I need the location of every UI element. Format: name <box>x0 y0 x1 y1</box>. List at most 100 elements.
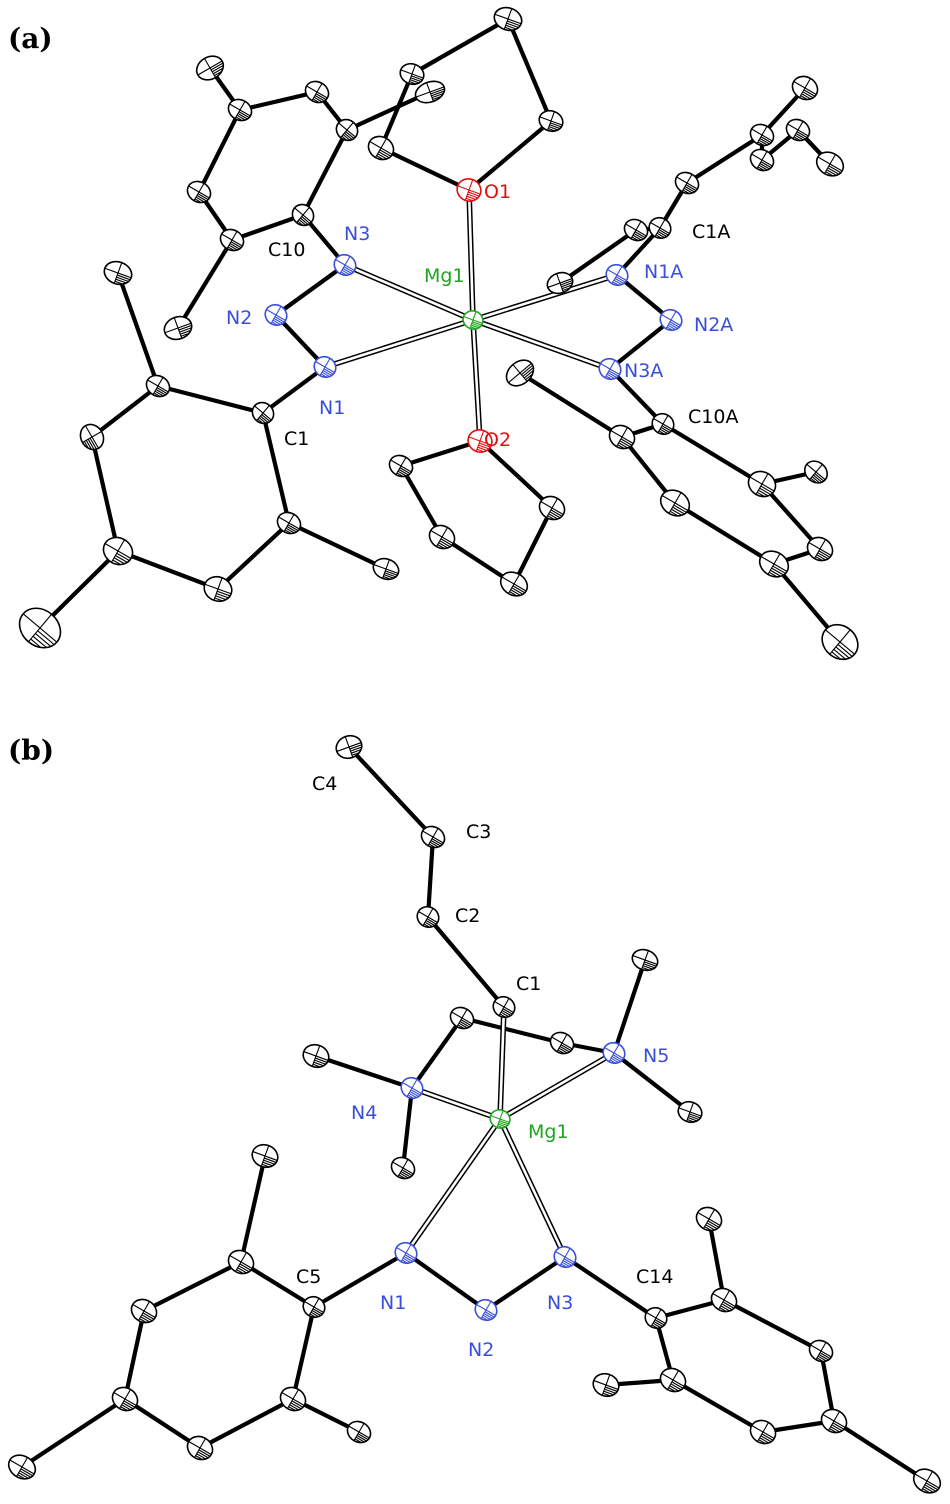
atom-hatch <box>429 841 439 848</box>
atom-hatch <box>757 166 765 172</box>
atom-axis <box>28 613 52 643</box>
atom-axis <box>436 527 448 547</box>
bond-a_THFa1-a_THFa2 <box>378 71 415 151</box>
atom-hatch <box>720 1305 730 1312</box>
coord-bond-inner-b_Mg-b_N4 <box>411 1086 501 1121</box>
atom-hatch <box>314 1059 326 1065</box>
atom-axis <box>665 311 677 329</box>
atom-hatch <box>312 98 320 104</box>
atom-hatch <box>258 417 267 424</box>
atom-hatch <box>607 371 618 378</box>
atom-hatch <box>684 185 695 193</box>
atom-hatch <box>651 1324 658 1329</box>
atom-a_THFb2 <box>428 524 456 550</box>
atom-hatch <box>835 646 850 659</box>
atom-hatch <box>757 141 765 147</box>
atom-hatch <box>271 321 278 326</box>
atom-hatch <box>666 326 673 331</box>
atom-axis <box>213 577 223 601</box>
atom-label-N3A: N3A <box>624 360 663 382</box>
atom-b_C14m2 <box>749 1419 777 1445</box>
atom-hatch <box>122 1402 134 1410</box>
atom-axis <box>311 1045 321 1067</box>
atom-hatch <box>399 467 411 475</box>
atom-hatch <box>215 595 227 601</box>
atom-a_C1o1 <box>145 374 171 398</box>
atom-label-C10: C10 <box>268 239 305 261</box>
atom-a_O2 <box>467 429 493 453</box>
atom-hatch <box>236 1269 244 1274</box>
atom-hatch <box>481 1316 488 1321</box>
atom-b_C5 <box>302 1295 326 1319</box>
atom-hatch <box>345 131 355 139</box>
bond-b_C5-b_C5o1 <box>238 1259 317 1310</box>
atom-hatch <box>832 1422 845 1430</box>
bond-b_N5-b_Me5a <box>611 957 648 1056</box>
atom-hatch <box>404 1254 415 1261</box>
bond-a_C1p-a_C1m2 <box>115 548 221 592</box>
atom-hatch <box>383 574 394 579</box>
atom-hatch <box>426 918 437 925</box>
atom-hatch <box>605 1386 618 1392</box>
bond-a_C1m2-a_C1o2 <box>215 520 292 592</box>
atom-hatch <box>682 189 690 195</box>
atom-hatch <box>343 266 354 273</box>
atom-hatch <box>642 965 653 970</box>
atom-axis <box>138 1301 150 1321</box>
atom-axis <box>630 221 642 239</box>
atom-b_Me14o2 <box>592 1372 620 1398</box>
atom-b_C1 <box>492 995 516 1019</box>
atom-axis <box>757 1422 769 1442</box>
atom-hatch <box>287 524 299 532</box>
atom-hatch <box>497 1125 504 1129</box>
bond-a_C1m1-a_C1p <box>89 434 121 554</box>
atom-axis <box>319 358 331 376</box>
atom-b_Me5o2 <box>346 1420 372 1444</box>
atom-hatch <box>410 1089 421 1096</box>
atom-hatch <box>722 1301 735 1309</box>
bond-b_N1-b_N2 <box>403 1250 489 1313</box>
atom-axis <box>799 78 811 98</box>
atom-hatch <box>502 1008 513 1015</box>
atom-hatch <box>605 375 612 380</box>
atom-hatch <box>178 324 192 331</box>
atom-hatch <box>817 552 829 560</box>
atom-hatch <box>472 321 482 326</box>
atom-hatch <box>409 81 417 85</box>
atom-hatch <box>499 1013 506 1018</box>
atom-hatch <box>407 1094 414 1099</box>
atom-hatch <box>483 1312 494 1319</box>
atom-hatch <box>560 1263 567 1268</box>
atom-hatch <box>272 319 281 326</box>
atom-hatch <box>342 267 353 274</box>
atom-hatch <box>428 843 436 849</box>
atom-hatch <box>262 1161 273 1167</box>
atom-axis <box>260 1145 270 1167</box>
atom-hatch <box>825 171 834 177</box>
atom-hatch <box>257 418 264 424</box>
atom-axis <box>234 101 246 119</box>
atom-hatch <box>685 184 697 192</box>
atom-hatch <box>831 1424 843 1432</box>
atom-a_CA2 <box>674 171 700 195</box>
atom-hatch <box>409 1090 420 1097</box>
atom-hatch <box>634 231 646 239</box>
atom-hatch <box>263 1159 275 1165</box>
atom-hatch <box>83 441 89 449</box>
atom-label-N1: N1 <box>319 397 345 419</box>
coord-bond-inner-a_Mg-a_N1 <box>324 318 474 369</box>
atom-axis <box>668 492 682 514</box>
atom-axis <box>508 574 520 594</box>
atom-hatch <box>298 219 307 226</box>
atom-axis <box>496 1110 504 1128</box>
atom-hatch <box>237 112 248 120</box>
atom-b_N4 <box>400 1076 424 1100</box>
atom-hatch <box>770 569 782 577</box>
atom-hatch <box>117 274 131 281</box>
atom-hatch <box>658 430 665 435</box>
atom-hatch <box>794 134 804 141</box>
atom-a_N3A <box>598 357 622 381</box>
atom-label-b-C14: C14 <box>636 1266 673 1288</box>
atom-hatch <box>309 1313 316 1318</box>
atom-hatch <box>344 132 353 140</box>
